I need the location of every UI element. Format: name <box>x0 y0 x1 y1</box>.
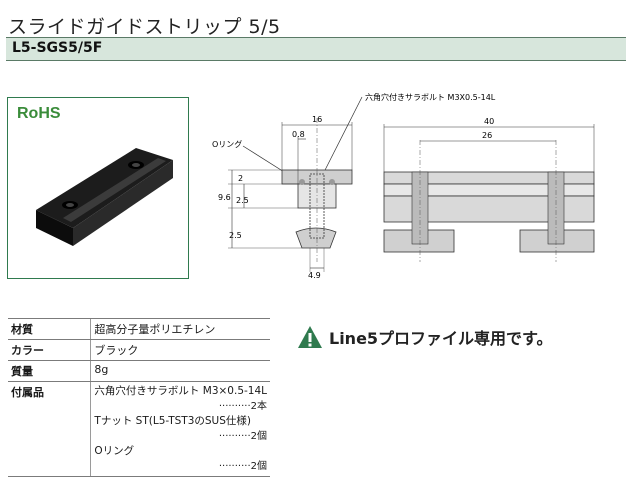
spec-table: 材質 超高分子量ポリエチレン カラー ブラック 質量 8g 付属品 六角穴付きサ… <box>8 318 270 477</box>
notice-text: Line5プロファイル専用です。 <box>329 329 553 348</box>
spec-key: 付属品 <box>8 381 91 477</box>
spec-key: カラー <box>8 339 91 361</box>
dim-2: 2 <box>238 174 243 183</box>
rohs-badge: RoHS <box>17 105 61 122</box>
side-view-drawing: 16 0.8 2 9.6 2.5 2.5 4.9 <box>218 115 353 280</box>
spec-row: カラー ブラック <box>8 339 270 361</box>
dim-0-8: 0.8 <box>292 130 305 139</box>
dim-9-6: 9.6 <box>218 193 231 202</box>
dim-4-9: 4.9 <box>308 271 321 280</box>
spec-row: 材質 超高分子量ポリエチレン <box>8 318 270 340</box>
spec-row: 質量 8g <box>8 360 270 382</box>
spec-value: 8g <box>90 360 270 382</box>
notice: Line5プロファイル専用です。 <box>297 325 552 349</box>
spec-value: ブラック <box>90 339 270 361</box>
technical-drawing: 六角穴付きサラボルト M3X0.5-14L Oリング 16 0.8 2 9.6 … <box>212 92 595 280</box>
accessory-name: Tナット ST(L5-TST3のSUS仕様) <box>94 415 251 427</box>
dim-26: 26 <box>482 131 492 140</box>
dim-2-5-upper: 2.5 <box>236 196 249 205</box>
warning-icon <box>298 326 322 348</box>
oring-callout: Oリング <box>212 139 242 149</box>
accessory-name: 六角穴付きサラボルト M3×0.5-14L <box>94 385 267 397</box>
spec-key: 質量 <box>8 360 91 382</box>
front-view-drawing: 40 26 <box>383 117 595 262</box>
accessory-qty: ··········2個 <box>218 431 267 442</box>
page-title: スライドガイドストリップ 5/5 <box>8 16 281 38</box>
dim-2-5-lower: 2.5 <box>229 231 242 240</box>
part-number: L5-SGS5/5F <box>12 40 103 56</box>
accessory-list: 六角穴付きサラボルト M3×0.5-14L ··········2本 Tナット … <box>90 381 270 477</box>
bolt-callout: 六角穴付きサラボルト M3X0.5-14L <box>365 92 496 102</box>
dim-16: 16 <box>312 115 322 124</box>
accessory-qty: ··········2本 <box>218 401 267 412</box>
spec-value: 超高分子量ポリエチレン <box>90 318 270 340</box>
product-photo <box>36 148 173 246</box>
product-photo-panel: RoHS <box>7 97 189 279</box>
part-number-bar: L5-SGS5/5F <box>6 37 626 61</box>
spec-row-accessories: 付属品 六角穴付きサラボルト M3×0.5-14L ··········2本 T… <box>8 381 270 477</box>
accessory-name: Oリング <box>94 445 135 457</box>
spec-key: 材質 <box>8 318 91 340</box>
accessory-qty: ··········2個 <box>218 461 267 472</box>
dim-40: 40 <box>484 117 494 126</box>
